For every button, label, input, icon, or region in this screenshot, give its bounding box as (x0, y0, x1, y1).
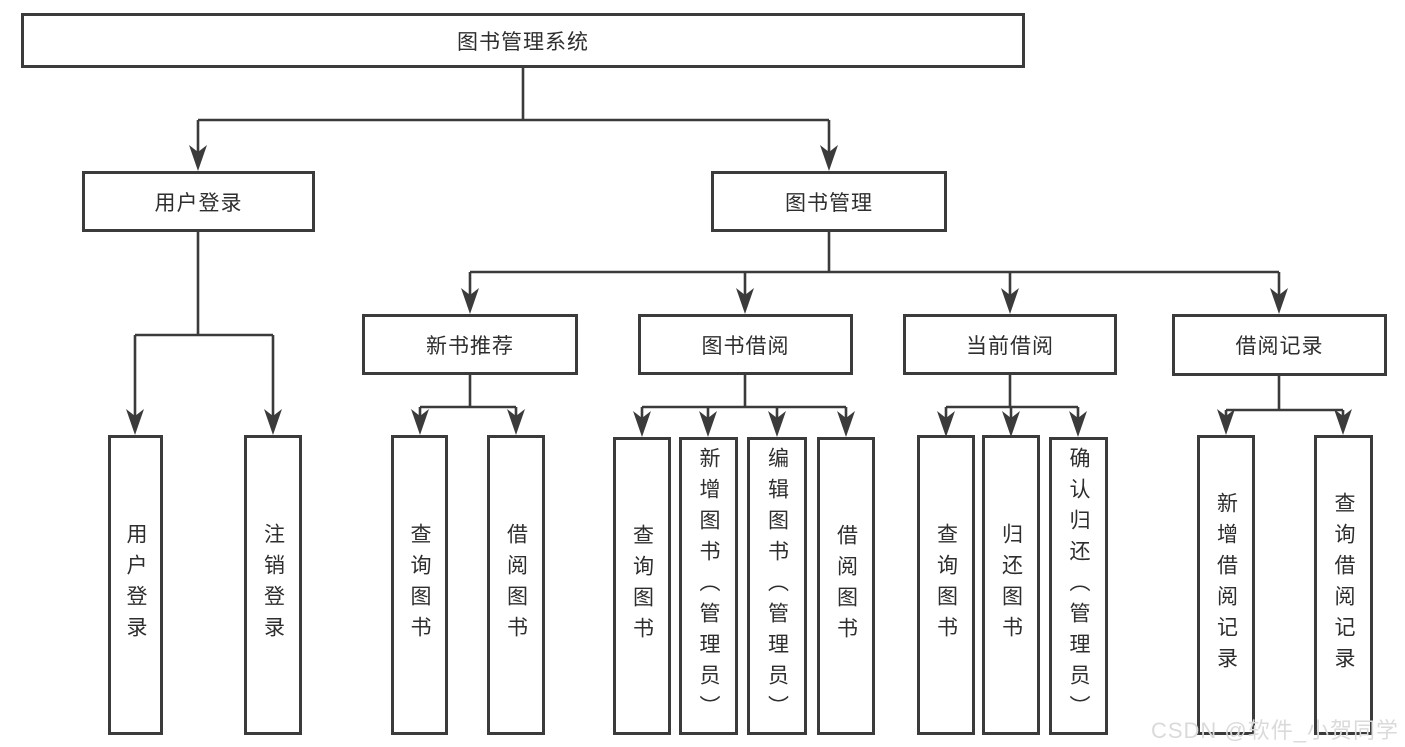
arrowhead-down (1334, 409, 1352, 435)
node-label: 新书推荐 (426, 334, 514, 358)
leaf-label: 查询图书 (408, 523, 431, 647)
arrowhead-down (736, 288, 754, 314)
leaf-confirm-return-admin: 确认归还（管理员） (1049, 437, 1108, 735)
leaf-logout: 注销登录 (244, 435, 302, 735)
arrowhead-down (507, 409, 525, 435)
arrowhead-down (837, 411, 855, 437)
arrowhead-down (126, 409, 144, 435)
connector-borrow-to-leaves (640, 375, 848, 432)
arrowhead-down (1002, 411, 1020, 437)
node-borrowing-records: 借阅记录 (1172, 314, 1387, 376)
leaf-query-books-2: 查询图书 (613, 437, 671, 735)
leaf-label: 用户登录 (124, 523, 147, 647)
leaf-edit-book-admin: 编辑图书（管理员） (747, 437, 807, 735)
leaf-label: 借阅图书 (834, 524, 858, 648)
node-label: 用户登录 (154, 191, 243, 215)
node-book-borrowing: 图书借阅 (638, 314, 853, 375)
node-new-book-recommend: 新书推荐 (362, 314, 578, 375)
leaf-borrow-books-1: 借阅图书 (487, 435, 545, 735)
connector-root-to-level2 (196, 68, 831, 165)
arrowhead-down (1270, 288, 1288, 314)
connector-bookmgmt-to-sections (468, 232, 1281, 309)
arrowhead-down (264, 409, 282, 435)
node-book-management-branch: 图书管理 (711, 171, 947, 232)
leaf-return-book: 归还图书 (982, 435, 1040, 735)
connector-userlogin-to-leaves (133, 232, 275, 430)
arrowhead-down (633, 411, 651, 437)
arrowhead-down (699, 411, 717, 437)
leaf-query-borrow-record: 查询借阅记录 (1314, 435, 1373, 735)
node-label: 图书管理 (785, 191, 873, 215)
arrowhead-down (768, 411, 786, 437)
leaf-label: 归还图书 (999, 523, 1023, 647)
connector-records-to-leaves (1224, 375, 1345, 430)
leaf-borrow-books-2: 借阅图书 (817, 437, 875, 735)
node-label: 当前借阅 (966, 334, 1054, 358)
leaf-label: 查询图书 (934, 523, 958, 647)
connector-newbook-to-leaves (418, 375, 518, 430)
leaf-label: 新增借阅记录 (1214, 492, 1238, 678)
arrowhead-down (1069, 411, 1087, 437)
arrowhead-down (937, 411, 955, 437)
arrowhead-down (1217, 409, 1235, 435)
leaf-label: 确认归还（管理员） (1067, 446, 1090, 726)
node-user-login-branch: 用户登录 (82, 171, 315, 232)
node-label: 借阅记录 (1235, 335, 1324, 358)
node-label: 图书借阅 (701, 334, 790, 358)
arrowhead-down (820, 145, 838, 171)
node-library-management-system: 图书管理系统 (21, 13, 1025, 68)
leaf-query-books-1: 查询图书 (391, 435, 448, 735)
leaf-label: 查询图书 (630, 524, 654, 648)
node-current-borrowing: 当前借阅 (903, 314, 1117, 375)
leaf-label: 新增图书（管理员） (697, 446, 720, 726)
leaf-label: 编辑图书（管理员） (765, 446, 789, 726)
arrowhead-down (1001, 288, 1019, 314)
arrowhead-down (189, 145, 207, 171)
leaf-label: 借阅图书 (504, 523, 528, 647)
leaf-query-books-3: 查询图书 (917, 435, 975, 735)
node-label: 图书管理系统 (457, 30, 589, 54)
arrowhead-down (411, 409, 429, 435)
connector-current-to-leaves (944, 375, 1080, 432)
leaf-add-borrow-record: 新增借阅记录 (1197, 435, 1255, 735)
leaf-label: 注销登录 (261, 523, 285, 647)
leaf-add-book-admin: 新增图书（管理员） (679, 437, 738, 735)
leaf-label: 查询借阅记录 (1332, 492, 1355, 678)
arrowhead-down (461, 288, 479, 314)
leaf-user-login: 用户登录 (108, 435, 163, 735)
